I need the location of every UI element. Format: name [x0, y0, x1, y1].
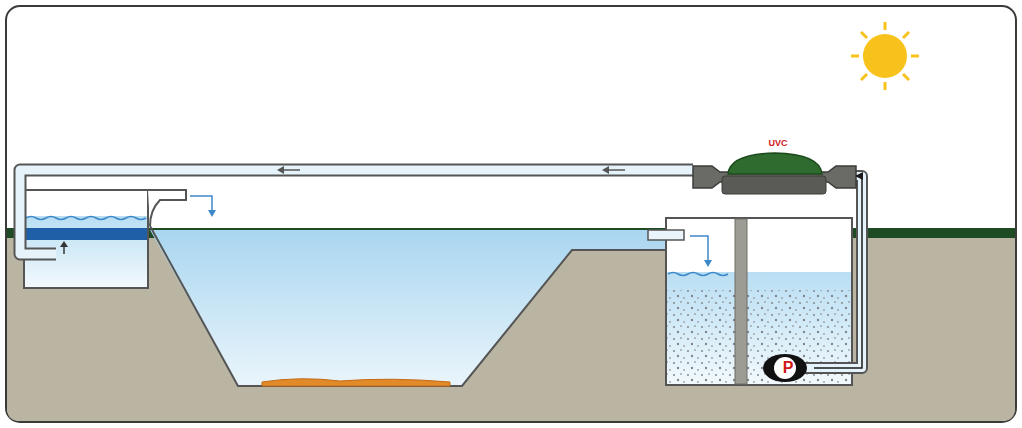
frame — [6, 6, 1016, 422]
pump-pipe — [800, 176, 862, 368]
filter-box — [666, 218, 852, 385]
standpipe — [735, 219, 747, 384]
spillway — [148, 190, 186, 226]
filter-mat — [25, 228, 147, 240]
device-label: UVC — [700, 138, 856, 149]
uvc-clarifier — [693, 153, 856, 194]
overflow-weir — [648, 230, 684, 240]
pond-water — [150, 230, 680, 386]
pump-symbol: P — [762, 353, 814, 383]
flow-connector — [814, 176, 862, 368]
return-pipe — [20, 170, 693, 254]
waterfall-box — [24, 190, 148, 288]
uvc-unit: UVC — [700, 138, 856, 190]
sun — [851, 22, 919, 90]
sediment — [262, 379, 450, 386]
pump-letter: P — [762, 353, 814, 383]
pond-liner — [150, 226, 665, 386]
